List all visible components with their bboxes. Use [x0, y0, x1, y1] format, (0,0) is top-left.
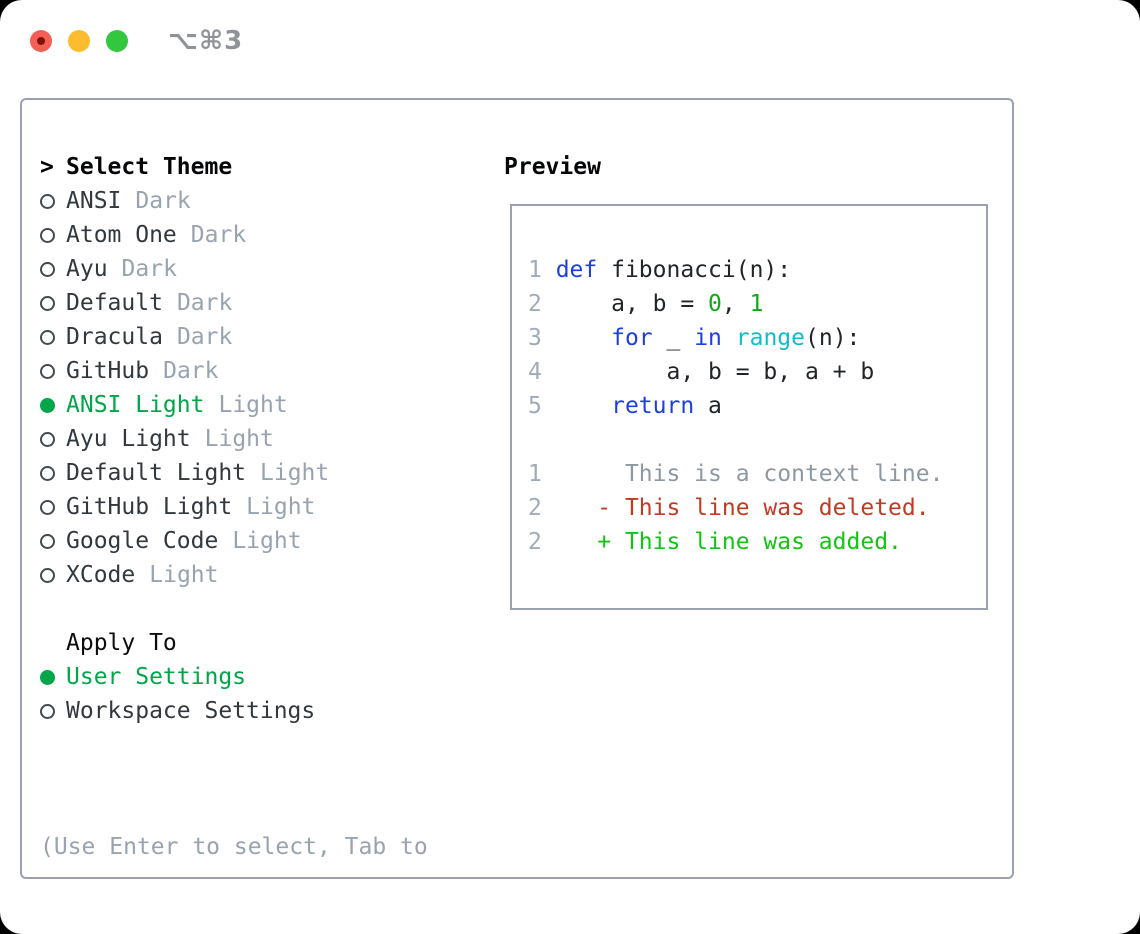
radio-unselected-icon: [40, 465, 55, 481]
theme-option[interactable]: Atom One Dark: [40, 218, 329, 252]
apply-to-option-label: Workspace Settings: [66, 698, 316, 724]
theme-option-label: Ayu Light: [66, 426, 191, 452]
close-button-dot: [37, 37, 45, 45]
apply-to-header-row: Apply To: [40, 626, 315, 660]
preview-box: 1 def fibonacci(n): 2 a, b = 0, 1 3 for _ …: [510, 204, 988, 610]
preview-code-line: 2 a, b = 0, 1: [528, 291, 764, 317]
theme-variant-label: Light: [246, 494, 316, 520]
radio-marker: [40, 703, 66, 719]
radio-unselected-icon: [40, 329, 55, 345]
preview-code: 1 def fibonacci(n): 2 a, b = 0, 1 3 for _ …: [512, 206, 986, 559]
radio-unselected-icon: [40, 499, 55, 515]
theme-variant-label: Dark: [176, 324, 233, 350]
theme-option[interactable]: Google Code Light: [40, 524, 329, 558]
radio-marker: [40, 567, 66, 583]
theme-option-label: Atom One: [66, 222, 177, 248]
radio-unselected-icon: [40, 567, 55, 583]
select-theme-title: Select Theme: [66, 154, 233, 180]
preview-code-line: 5 return a: [528, 393, 722, 419]
radio-unselected-icon: [40, 227, 55, 243]
preview-code-line: 2 + This line was added.: [528, 529, 902, 555]
select-theme-header-row: > Select Theme: [40, 150, 329, 184]
radio-marker: [40, 329, 66, 345]
focus-caret-icon: >: [40, 154, 54, 180]
theme-option-label: XCode: [66, 562, 136, 588]
radio-marker: [40, 397, 66, 413]
preview-code-line: 4 a, b = b, a + b: [528, 359, 875, 385]
preview-title: Preview: [504, 154, 601, 180]
radio-marker: [40, 227, 66, 243]
radio-selected-icon: [40, 669, 55, 685]
radio-marker: [40, 533, 66, 549]
theme-option-label: Ayu: [66, 256, 108, 282]
minimize-button[interactable]: [68, 30, 90, 52]
theme-option-label: GitHub Light: [66, 494, 233, 520]
theme-variant-label: Dark: [135, 188, 191, 214]
theme-option[interactable]: Ayu Dark: [40, 252, 329, 286]
theme-variant-label: Light: [149, 562, 219, 588]
apply-to-option[interactable]: Workspace Settings: [40, 694, 315, 728]
theme-option[interactable]: Default Dark: [40, 286, 329, 320]
theme-option-label: Dracula: [66, 324, 163, 350]
radio-unselected-icon: [40, 193, 55, 209]
maximize-button[interactable]: [106, 30, 128, 52]
radio-marker: [40, 261, 66, 277]
help-hint-line-1: (Use Enter to select, Tab to: [40, 834, 428, 860]
radio-marker: [40, 499, 66, 515]
theme-option[interactable]: ANSI Light Light: [40, 388, 329, 422]
theme-option[interactable]: XCode Light: [40, 558, 329, 592]
radio-marker: [40, 363, 66, 379]
theme-variant-label: Light: [260, 460, 330, 486]
theme-option-label: Google Code: [66, 528, 219, 554]
window-titlebar: ⌥⌘3: [30, 26, 243, 56]
theme-variant-label: Dark: [190, 222, 247, 248]
radio-marker: [40, 465, 66, 481]
theme-option-label: GitHub: [66, 358, 150, 384]
theme-variant-label: Light: [232, 528, 302, 554]
theme-option[interactable]: GitHub Dark: [40, 354, 329, 388]
theme-variant-label: Light: [218, 392, 288, 418]
theme-option[interactable]: Default Light Light: [40, 456, 329, 490]
apply-to-option-label: User Settings: [66, 664, 247, 690]
preview-code-line: [528, 423, 986, 457]
preview-code-line: 1 This is a context line.: [528, 461, 944, 487]
theme-variant-label: Dark: [176, 290, 233, 316]
preview-code-line: 2 - This line was deleted.: [528, 495, 930, 521]
radio-marker: [40, 669, 66, 685]
theme-variant-label: Dark: [163, 358, 219, 384]
radio-unselected-icon: [40, 261, 55, 277]
theme-option[interactable]: ANSI Dark: [40, 184, 329, 218]
radio-unselected-icon: [40, 295, 55, 311]
theme-variant-label: Dark: [121, 256, 177, 282]
radio-selected-icon: [40, 397, 55, 413]
theme-option[interactable]: Ayu Light Light: [40, 422, 329, 456]
radio-unselected-icon: [40, 431, 55, 447]
close-button[interactable]: [30, 30, 52, 52]
theme-option[interactable]: Dracula Dark: [40, 320, 329, 354]
theme-option-label: ANSI: [66, 188, 122, 214]
radio-marker: [40, 193, 66, 209]
theme-option-label: Default Light: [66, 460, 247, 486]
radio-unselected-icon: [40, 363, 55, 379]
radio-unselected-icon: [40, 703, 55, 719]
apply-to-title: Apply To: [66, 630, 177, 656]
window-title-shortcut: ⌥⌘3: [168, 26, 244, 56]
theme-option-label: ANSI Light: [66, 392, 205, 418]
preview-code-line: 1 def fibonacci(n):: [528, 257, 792, 283]
theme-variant-label: Light: [204, 426, 274, 452]
preview-code-line: 3 for _ in range(n):: [528, 325, 861, 351]
theme-option[interactable]: GitHub Light Light: [40, 490, 329, 524]
radio-unselected-icon: [40, 533, 55, 549]
theme-option-label: Default: [66, 290, 163, 316]
help-hint: (Use Enter to select, Tab to change focu…: [40, 762, 428, 934]
radio-marker: [40, 295, 66, 311]
radio-marker: [40, 431, 66, 447]
apply-to-option[interactable]: User Settings: [40, 660, 315, 694]
